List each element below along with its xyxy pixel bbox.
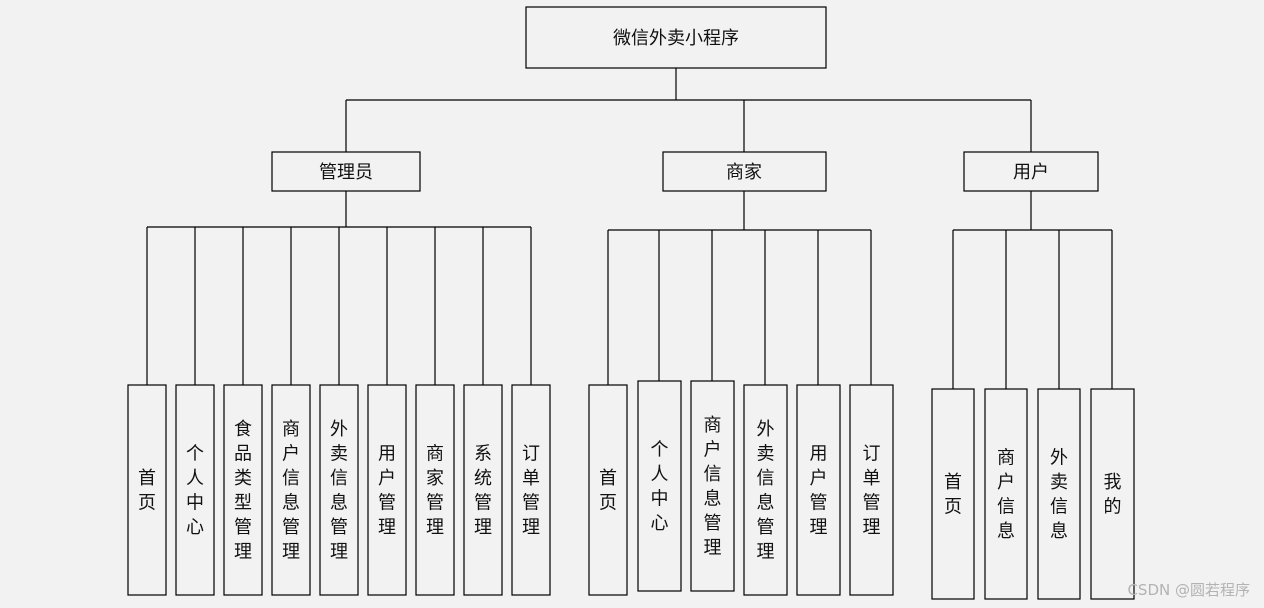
leaf-node-merchant-3: 商户信息管理 bbox=[690, 380, 735, 592]
leaf-node-merchant-6: 订单管理 bbox=[849, 384, 894, 596]
leaf-node-admin-2: 个人中心 bbox=[175, 384, 215, 596]
leaf-label: 用户管理 bbox=[378, 443, 396, 538]
root-node: 微信外卖小程序 bbox=[525, 6, 827, 69]
leaf-node-admin-6: 用户管理 bbox=[367, 384, 407, 596]
leaf-node-merchant-2: 个人中心 bbox=[637, 380, 682, 592]
leaf-node-admin-4: 商户信息管理 bbox=[271, 384, 311, 596]
leaf-node-user-3: 外卖信息 bbox=[1037, 388, 1081, 600]
leaf-node-merchant-4: 外卖信息管理 bbox=[743, 384, 788, 596]
branch-node-admin: 管理员 bbox=[271, 151, 421, 192]
branch-label-user: 用户 bbox=[1013, 162, 1049, 183]
leaf-label: 用户管理 bbox=[810, 443, 828, 538]
leaf-label: 首页 bbox=[138, 468, 156, 514]
watermark-text: CSDN @圆若程序 bbox=[1127, 581, 1250, 599]
leaf-node-admin-3: 食品类型管理 bbox=[223, 384, 263, 596]
leaf-label: 我的 bbox=[1104, 472, 1122, 518]
leaf-label: 首页 bbox=[944, 472, 962, 518]
leaf-label: 外卖信息管理 bbox=[330, 419, 348, 563]
branch-node-merchant: 商家 bbox=[662, 151, 827, 192]
leaf-label: 个人中心 bbox=[651, 439, 669, 534]
leaf-node-merchant-5: 用户管理 bbox=[796, 384, 841, 596]
leaf-label: 订单管理 bbox=[522, 443, 540, 538]
leaf-node-user-2: 商户信息 bbox=[984, 388, 1028, 600]
leaf-label: 商户信息管理 bbox=[282, 419, 300, 563]
leaf-label: 首页 bbox=[599, 468, 617, 514]
leaf-label: 商户信息 bbox=[997, 447, 1015, 542]
leaf-node-admin-1: 首页 bbox=[127, 384, 167, 596]
leaf-node-user-1: 首页 bbox=[931, 388, 975, 600]
leaf-nodes: 首页 个人中心 食品类型管理 商户信息管理 外卖信息管理 用户管理 商家管理 系统管理 订单管理… bbox=[127, 380, 1135, 600]
branch-node-user: 用户 bbox=[963, 151, 1099, 192]
leaf-node-admin-5: 外卖信息管理 bbox=[319, 384, 359, 596]
leaf-label: 食品类型管理 bbox=[234, 419, 252, 563]
leaf-label: 商家管理 bbox=[426, 443, 444, 538]
leaf-node-admin-9: 订单管理 bbox=[511, 384, 551, 596]
leaf-label: 外卖信息管理 bbox=[757, 419, 775, 563]
connector-lines bbox=[146, 68, 1113, 389]
branch-label-admin: 管理员 bbox=[319, 162, 373, 183]
leaf-node-admin-8: 系统管理 bbox=[463, 384, 503, 596]
leaf-label: 商户信息管理 bbox=[704, 415, 722, 559]
leaf-label: 订单管理 bbox=[863, 443, 881, 538]
leaf-node-admin-7: 商家管理 bbox=[415, 384, 455, 596]
leaf-label: 个人中心 bbox=[186, 443, 204, 538]
root-label: 微信外卖小程序 bbox=[613, 28, 739, 49]
leaf-label: 系统管理 bbox=[474, 443, 492, 538]
branch-label-merchant: 商家 bbox=[726, 162, 762, 183]
leaf-node-merchant-1: 首页 bbox=[588, 384, 628, 596]
leaf-node-user-4: 我的 bbox=[1090, 388, 1135, 600]
leaf-label: 外卖信息 bbox=[1050, 447, 1068, 542]
